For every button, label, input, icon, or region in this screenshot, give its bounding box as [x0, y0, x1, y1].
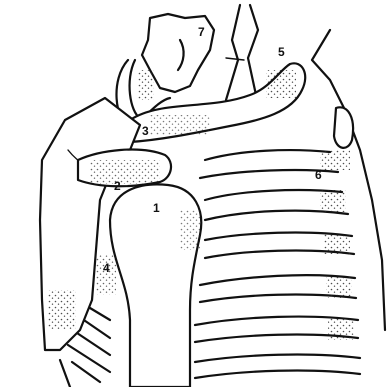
label-4: 4	[103, 261, 110, 275]
rib	[195, 371, 360, 378]
rib	[205, 211, 348, 220]
label-3: 3	[142, 124, 149, 138]
acromion-process	[78, 150, 171, 187]
label-1: 1	[153, 201, 160, 215]
label-2: 2	[114, 179, 121, 193]
vertebral-column	[226, 5, 258, 100]
label-6: 6	[315, 168, 322, 182]
rib	[68, 345, 110, 372]
rib	[195, 355, 360, 362]
label-7: 7	[198, 25, 205, 39]
rib	[72, 362, 100, 382]
label-5: 5	[278, 45, 285, 59]
rib	[205, 150, 330, 160]
